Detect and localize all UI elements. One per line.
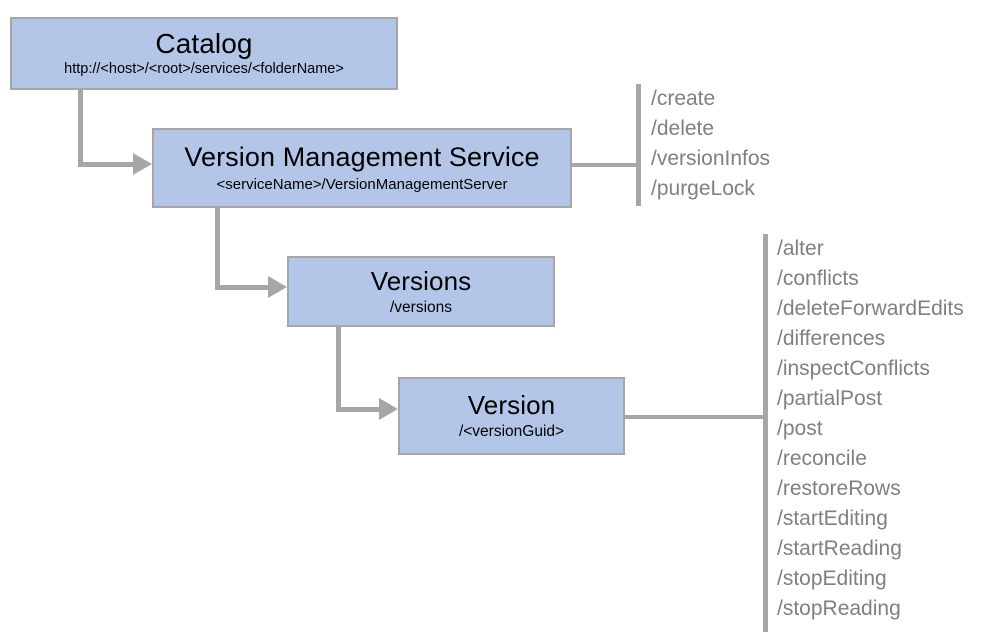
version-operation-item[interactable]: /stopReading [777, 597, 901, 620]
node-version[interactable]: Version /<versionGuid> [398, 377, 625, 455]
connector-catalog-to-service-vertical [78, 90, 83, 167]
node-catalog[interactable]: Catalog http://<host>/<root>/services/<f… [10, 17, 398, 90]
bracket-service-operations [636, 84, 641, 206]
connector-catalog-to-service-horizontal [78, 162, 135, 167]
node-catalog-subtitle: http://<host>/<root>/services/<folderNam… [64, 61, 344, 78]
version-operation-item[interactable]: /conflicts [777, 267, 859, 290]
service-operation-item[interactable]: /create [651, 87, 716, 110]
bracket-version-operations [763, 234, 768, 632]
node-versions-title: Versions [370, 265, 472, 296]
arrowhead-service-to-versions [268, 276, 287, 298]
version-operation-item[interactable]: /startReading [777, 537, 902, 560]
version-operation-item[interactable]: /inspectConflicts [777, 357, 930, 380]
connector-versions-to-version-horizontal [336, 407, 381, 412]
node-versions-subtitle: /versions [389, 298, 453, 316]
version-operations-list: /alter/conflicts/deleteForwardEdits/diff… [777, 234, 964, 624]
version-operation-item[interactable]: /reconcile [777, 447, 867, 470]
node-version-subtitle: /<versionGuid> [458, 423, 565, 441]
node-catalog-title: Catalog [155, 28, 253, 60]
version-operation-item[interactable]: /post [777, 417, 823, 440]
node-version-management-service[interactable]: Version Management Service <serviceName>… [152, 128, 572, 208]
version-operation-item[interactable]: /partialPost [777, 387, 883, 410]
service-operations-list: /create/delete/versionInfos/purgeLock [651, 84, 770, 204]
connector-service-to-operations [572, 163, 640, 167]
version-operation-item[interactable]: /differences [777, 327, 886, 350]
version-operation-item[interactable]: /startEditing [777, 507, 888, 530]
service-operation-item[interactable]: /purgeLock [651, 177, 755, 200]
connector-service-to-versions-horizontal [215, 285, 270, 290]
node-versions[interactable]: Versions /versions [287, 256, 555, 327]
arrowhead-versions-to-version [379, 398, 398, 420]
version-operation-item[interactable]: /alter [777, 237, 824, 260]
version-operation-item[interactable]: /restoreRows [777, 477, 901, 500]
arrowhead-catalog-to-service [133, 153, 152, 175]
service-operation-item[interactable]: /versionInfos [651, 147, 771, 170]
service-operation-item[interactable]: /delete [651, 117, 715, 140]
version-operation-item[interactable]: /deleteForwardEdits [777, 297, 964, 320]
connector-versions-to-version-vertical [336, 327, 341, 412]
version-operation-item[interactable]: /stopEditing [777, 567, 887, 590]
connector-version-to-operations [625, 415, 767, 419]
node-version-management-service-title: Version Management Service [184, 141, 540, 172]
connector-service-to-versions-vertical [215, 208, 220, 290]
node-version-title: Version [467, 390, 556, 421]
node-version-management-service-subtitle: <serviceName>/VersionManagementServer [216, 175, 508, 193]
